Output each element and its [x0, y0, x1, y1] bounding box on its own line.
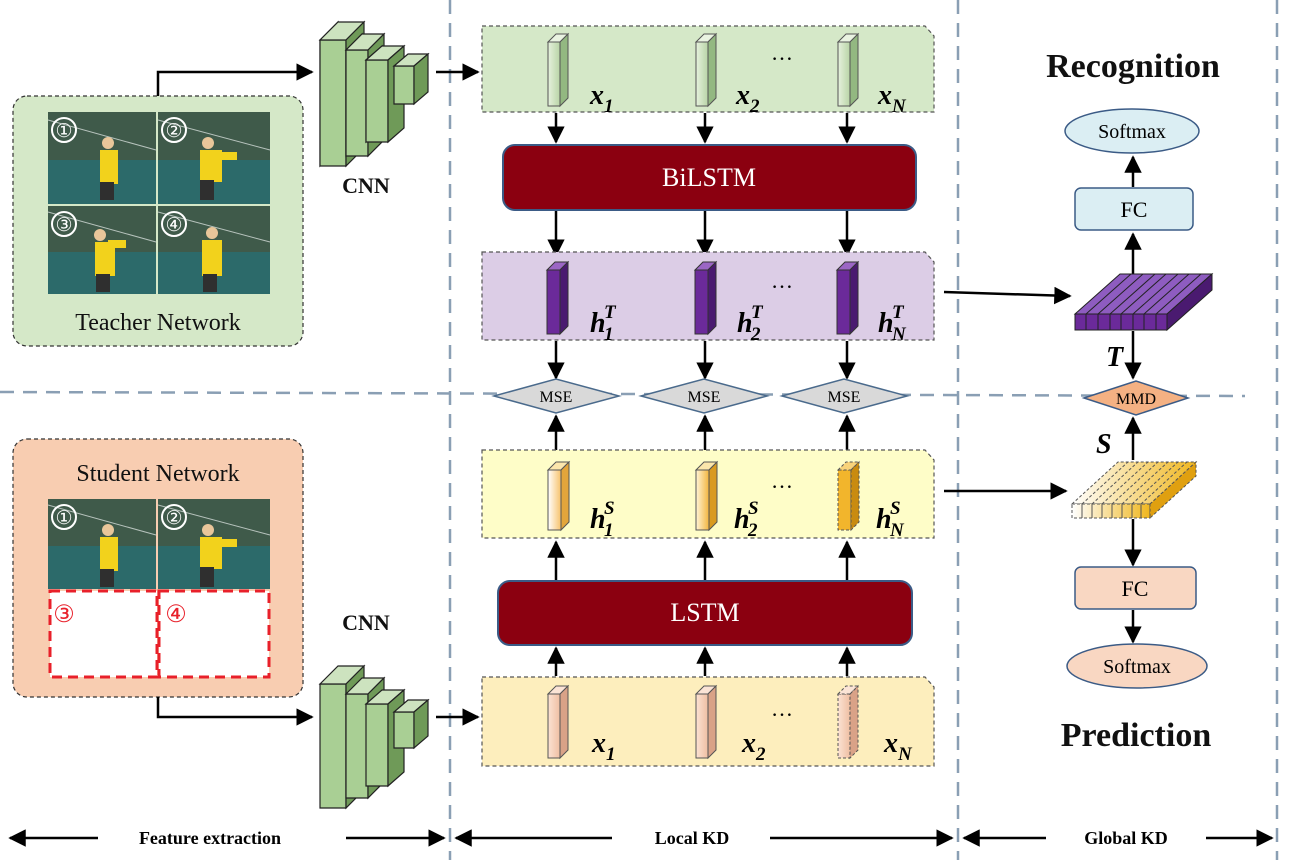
- prediction-fc: FC: [1074, 566, 1197, 610]
- student-frame-number-3: ③: [53, 602, 75, 628]
- cnn-bottom: CNN: [318, 610, 430, 810]
- student-input-x2: x2: [741, 728, 766, 765]
- arrow-teacher-hidden-to-T: [943, 286, 1072, 305]
- teacher-frame-number-1: ①: [55, 121, 72, 142]
- student-missing-frame-4: ④: [157, 589, 271, 679]
- teacher-frame-4: ④: [157, 206, 271, 294]
- mse-node-1: MSE: [491, 378, 622, 414]
- recognition-fc-label: FC: [1121, 197, 1148, 222]
- section-global-kd: Global KD: [962, 828, 1274, 848]
- S-label: S: [1096, 429, 1112, 460]
- local-kd-label: Local KD: [655, 828, 730, 848]
- teacher-input-xN: xN: [877, 80, 907, 117]
- arrow-student-to-cnn: [156, 697, 314, 726]
- teacher-frame-number-3: ③: [55, 215, 72, 236]
- student-network-panel: Student Network ① ② ③: [12, 438, 304, 698]
- student-inputs-row: x1 x2 xN …: [481, 676, 935, 767]
- separator-teacher-student: [0, 390, 1246, 398]
- student-missing-frame-3: ③: [48, 589, 159, 679]
- student-input-xN: xN: [883, 728, 913, 765]
- teacher-hidden-dots: …: [771, 268, 793, 293]
- teacher-input-dots: …: [771, 40, 793, 65]
- student-frame-number-1: ①: [55, 508, 72, 529]
- recognition-softmax-label: Softmax: [1098, 121, 1166, 143]
- arrows-inputs-to-bilstm: [547, 113, 856, 144]
- prediction-fc-label: FC: [1122, 576, 1149, 601]
- teacher-input-x2: x2: [735, 80, 760, 117]
- bilstm-label: BiLSTM: [662, 163, 756, 192]
- arrows-hidden-to-mse: [547, 341, 856, 380]
- bilstm-block: BiLSTM: [502, 144, 917, 211]
- prediction-title: Prediction: [1061, 717, 1212, 754]
- mse-node-2: MSE: [638, 378, 770, 414]
- student-frame-1: ①: [47, 499, 157, 589]
- teacher-frame-1: ①: [47, 112, 157, 204]
- mmd-label: MMD: [1116, 391, 1156, 408]
- student-input-dots: …: [771, 696, 793, 721]
- student-network-label: Student Network: [76, 461, 239, 487]
- teacher-frame-number-4: ④: [165, 215, 182, 236]
- arrows-bilstm-to-hidden: [547, 211, 856, 257]
- lstm-block: LSTM: [497, 580, 913, 646]
- mse-node-3: MSE: [779, 378, 910, 414]
- prediction-softmax-label: Softmax: [1103, 656, 1171, 678]
- mse-label-1: MSE: [540, 389, 573, 406]
- teacher-frame-number-2: ②: [165, 121, 182, 142]
- T-label: T: [1106, 342, 1125, 373]
- cnn-top: CNN: [318, 20, 430, 198]
- section-local-kd: Local KD: [454, 828, 954, 848]
- feature-extraction-label: Feature extraction: [139, 828, 281, 848]
- student-tensor-S: [1070, 460, 1198, 520]
- lstm-label: LSTM: [670, 598, 739, 627]
- arrows-lstm-to-hidden: [547, 540, 856, 580]
- teacher-network-label: Teacher Network: [75, 310, 241, 336]
- student-hidden-dots: …: [771, 468, 793, 493]
- cnn-top-label: CNN: [342, 173, 390, 198]
- teacher-tensor-T: [1073, 272, 1214, 332]
- teacher-network-panel: ① ② ③: [12, 95, 304, 347]
- cnn-bottom-label: CNN: [342, 610, 390, 635]
- prediction-softmax: Softmax: [1066, 643, 1208, 689]
- student-frame-number-2: ②: [165, 508, 182, 529]
- recognition-softmax: Softmax: [1064, 108, 1200, 154]
- recognition-title: Recognition: [1046, 48, 1220, 85]
- student-frame-2: ②: [157, 499, 271, 589]
- student-frame-number-4: ④: [165, 602, 187, 628]
- arrows-student-hidden-to-mse: [547, 414, 856, 450]
- mse-label-2: MSE: [688, 389, 721, 406]
- teacher-input-x1: x1: [589, 80, 614, 117]
- mse-label-3: MSE: [828, 389, 861, 406]
- recognition-fc: FC: [1074, 187, 1194, 231]
- student-input-x1: x1: [591, 728, 616, 765]
- mmd-node: MMD: [1081, 380, 1191, 416]
- teacher-inputs-row: x1 x2 xN …: [481, 25, 935, 117]
- teacher-frame-3: ③: [47, 206, 157, 294]
- global-kd-label: Global KD: [1084, 828, 1168, 848]
- arrow-teacher-to-cnn: [156, 63, 314, 96]
- arrows-inputs-to-lstm: [547, 646, 856, 676]
- teacher-frame-2: ②: [157, 112, 271, 204]
- section-feature-extraction: Feature extraction: [8, 828, 446, 848]
